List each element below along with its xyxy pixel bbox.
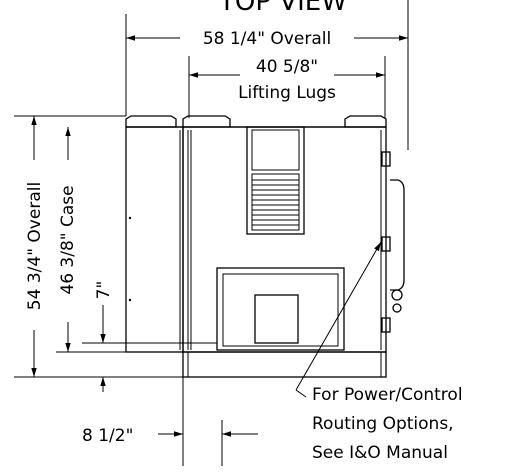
note-line-3: See I&O Manual	[312, 443, 448, 463]
main-cabinet	[182, 126, 387, 353]
top-cap-right	[344, 115, 387, 128]
note-leader-tail	[295, 389, 307, 398]
note-line-1: For Power/Control	[312, 385, 463, 405]
left-section	[125, 126, 184, 353]
lifting-lugs-dimension: 40 5/8" Lifting Lugs	[188, 56, 386, 118]
overall-width-label: 58 1/4" Overall	[203, 29, 331, 49]
base	[182, 351, 387, 378]
view-title: TOP VIEW	[218, 0, 347, 17]
side-fitting-1	[391, 289, 403, 301]
rivet-1	[128, 216, 132, 220]
note-line-2: Routing Options,	[312, 414, 454, 434]
lifting-lugs-value: 40 5/8"	[256, 57, 318, 77]
overall-width-dimension: 58 1/4" Overall	[125, 0, 409, 150]
case-height-label: 46 3/8" Case	[58, 185, 78, 294]
vertical-dimensions: 54 3/4" Overall 46 3/8" Case 7"	[14, 115, 217, 392]
base-offset-label: 8 1/2"	[82, 426, 133, 446]
base-offset-dimension: 8 1/2"	[82, 360, 258, 466]
lifting-lugs-label: Lifting Lugs	[238, 83, 336, 103]
rivet-2	[128, 298, 132, 302]
top-cap-mid	[182, 115, 231, 128]
side-conduit	[390, 179, 405, 291]
lower-access-panel	[216, 267, 345, 351]
gap-label: 7"	[94, 281, 114, 300]
overall-height-label: 54 3/4" Overall	[25, 182, 45, 310]
routing-note: For Power/Control Routing Options, See I…	[295, 241, 463, 463]
right-hinges	[381, 150, 391, 334]
top-cap-left	[125, 115, 177, 128]
side-fitting-2	[392, 303, 402, 313]
upper-louver	[246, 126, 305, 235]
unit-outline	[125, 115, 405, 378]
note-leader	[295, 241, 382, 391]
